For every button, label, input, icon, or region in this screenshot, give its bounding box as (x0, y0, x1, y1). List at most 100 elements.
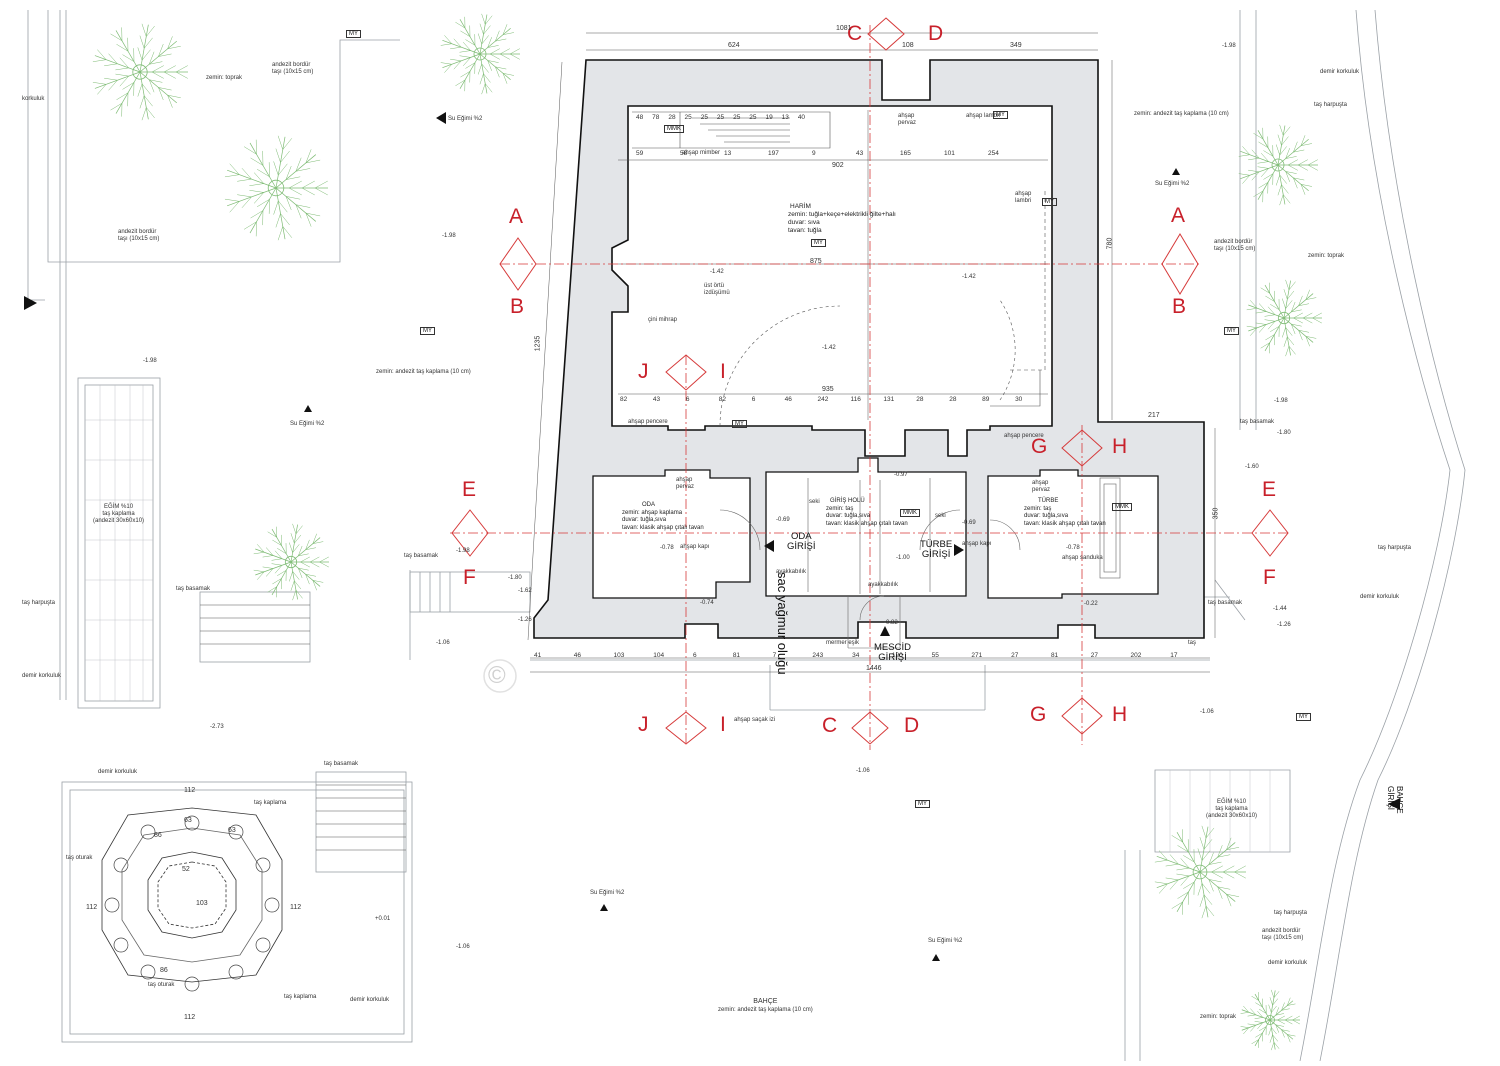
tree-symbol (441, 14, 520, 94)
dim-top-mid: 108 (902, 42, 914, 49)
slope-label-5: Su Eğimi %2 (928, 938, 962, 944)
ramp-r-3: (andezit 30x60x10) (1206, 813, 1257, 820)
my-tag-5: MY (915, 800, 930, 808)
mmk-tag-3: MMK (1112, 503, 1132, 511)
turbe-line-3: tavan: klasik ahşap çıtalı tavan (1024, 521, 1106, 529)
mmk-tag-2: MMK (900, 509, 920, 517)
pervaz-1-b: pervaz (898, 120, 916, 127)
saçak-label: ahşap saçak izi (734, 717, 775, 723)
railing-label-2: demir korkuluk (1360, 594, 1399, 600)
gazebo (102, 808, 282, 982)
dim-value: 6 (752, 396, 756, 403)
level-25: -0.22 (1084, 601, 1098, 607)
dim-value: 34 (852, 652, 859, 659)
gazebo-inner-ring (122, 828, 262, 962)
level-15: -1.44 (1273, 606, 1287, 612)
level-18: -1.80 (508, 575, 522, 581)
oda-line-2: duvar: tuğla,sıva (622, 517, 704, 525)
section-letter-i-top: I (720, 360, 726, 384)
soil-label-bottom: zemin: toprak (1200, 1014, 1236, 1020)
turbe-name: TÜRBE (1024, 498, 1106, 506)
tree-symbol (1239, 125, 1318, 205)
level-12: +0.01 (375, 916, 390, 922)
lambri-line-1: ahşap (1015, 191, 1031, 198)
ust-ortu-line-2: izdüşümü (704, 290, 730, 297)
gazebo-dim-112-bottom: 112 (184, 1014, 195, 1021)
stone-label-right: zemin: andezit taş kaplama (10 cm) (1134, 111, 1229, 117)
harim-ust-ortu: üst örtü izdüşümü (704, 283, 730, 297)
section-letter-a-right: A (1171, 204, 1185, 228)
level-20: -0.97 (894, 472, 908, 478)
dim-value: 27 (1091, 652, 1098, 659)
dim-value: 89 (982, 396, 989, 403)
harim-line-3: tavan: tuğla (788, 227, 896, 235)
stone-label-left: zemin: andezit taş kaplama (10 cm) (376, 369, 471, 375)
my-tag-3: MY (1224, 327, 1239, 335)
section-letter-f-right: F (1263, 566, 1276, 590)
ramp-label-left: EĞİM %10 taş kaplama (andezit 30x60x10) (93, 504, 144, 525)
soil-label-right: zemin: toprak (1308, 253, 1344, 259)
harim-mimber: ahşap mimber (682, 150, 720, 156)
dim-value: 25 (749, 114, 756, 121)
gazebo-dim-112-top: 112 (184, 787, 195, 794)
border-3-b: taşı (10x15 cm) (1214, 246, 1255, 253)
turbe-entry: TÜRBE GİRİŞİ (920, 540, 952, 560)
dim-value: 242 (818, 396, 829, 403)
turbe-sanduka: ahşap sanduka (1062, 555, 1103, 561)
dim-value: 9 (812, 150, 816, 157)
bahce-sub: zemin: andezit taş kaplama (10 cm) (718, 1006, 813, 1014)
section-letter-e-right: E (1262, 478, 1276, 502)
oda-entry-2: GİRİŞİ (787, 542, 816, 552)
level-14: -1.60 (1245, 464, 1259, 470)
dim-value: 28 (668, 114, 675, 121)
pervaz-1-a: ahşap (898, 113, 916, 120)
tree-symbol (1241, 990, 1300, 1050)
kapi-label-2: ahşap kapı (962, 541, 991, 547)
railing-label-5: demir korkuluk (350, 997, 389, 1003)
tas-kaplama-2: taş kaplama (284, 994, 316, 1000)
dim-top-total: 1081 (836, 25, 852, 32)
railing-label-3: demir korkuluk (1268, 960, 1307, 966)
gazebo-core (148, 852, 236, 938)
dim-value: 116 (850, 396, 860, 403)
steps-label-1: taş basamak (1240, 419, 1274, 425)
dim-right-217: 217 (1148, 412, 1160, 419)
railing-label-4: demir korkuluk (98, 769, 137, 775)
level-9: -1.06 (1200, 709, 1214, 715)
giris-seki-right: seki (935, 513, 946, 519)
slope-label-1: Su Eğimi %2 (448, 116, 482, 122)
dim-value: 43 (653, 396, 660, 403)
gazebo-dim-52: 52 (182, 866, 190, 873)
level-19: -1.00 (896, 555, 910, 561)
oda-label: ODA zemin: ahşap kaplama duvar: tuğla,sı… (622, 502, 704, 532)
dim-value: 40 (798, 114, 805, 121)
section-letter-f-left: F (463, 566, 476, 590)
oda-line-1: zemin: ahşap kaplama (622, 510, 704, 518)
turbe-label: TÜRBE zemin: taş duvar: tuğla,sıva tavan… (1024, 498, 1106, 528)
harim-label: HARİM zemin: tuğla+keçe+elektrikli ğilte… (788, 203, 896, 235)
tree-symbol (225, 136, 328, 240)
section-letter-g-bottom: G (1030, 703, 1046, 727)
dim-value: 82 (620, 396, 627, 403)
ramp-r-1: EĞİM %10 (1206, 799, 1257, 806)
turbe-line-2: duvar: tuğla,sıva (1024, 513, 1106, 521)
section-letter-c-bottom: C (822, 714, 837, 738)
giris-holu-label: GİRİŞ HOLÜ zemin: taş duvar: tuğla,sıva … (826, 498, 908, 528)
my-tag-1: MY (346, 30, 361, 38)
dim-value: 81 (733, 652, 740, 659)
dim-harim-935: 935 (822, 386, 834, 393)
dim-top-left: 624 (728, 42, 740, 49)
section-letter-d-bottom: D (904, 714, 919, 738)
section-letter-d-top: D (928, 22, 943, 46)
gazebo-dim-86: 86 (154, 832, 162, 839)
level-17: -1.98 (456, 548, 470, 554)
dim-value: 254 (988, 150, 999, 157)
dim-value: 202 (1130, 652, 1141, 659)
dim-value: 25 (701, 114, 708, 121)
dim-value: 13 (782, 114, 789, 121)
pervaz-label-2: ahşap pervaz (676, 477, 694, 491)
level-28: -1.62 (518, 588, 532, 594)
pervaz-label-3: ahşap pervaz (1032, 480, 1050, 494)
gazebo-dim-63-b: 63 (228, 827, 236, 834)
